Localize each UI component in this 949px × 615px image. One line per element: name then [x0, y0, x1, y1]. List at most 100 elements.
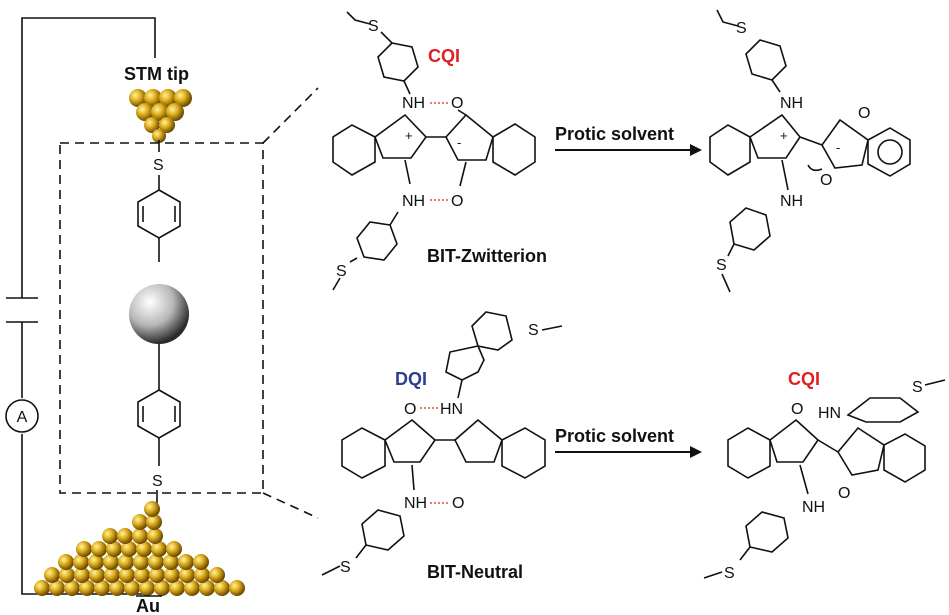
gold-atom	[58, 554, 74, 570]
metal-center-sphere	[129, 284, 189, 344]
gold-atom	[44, 567, 60, 583]
gold-atom	[194, 567, 210, 583]
gold-atom	[73, 554, 89, 570]
nh-atom-neutral: NH	[404, 495, 427, 512]
gold-atom	[119, 567, 135, 583]
gold-atom	[49, 580, 65, 596]
nh-atom-product2: NH	[802, 499, 825, 516]
gold-atom	[106, 541, 122, 557]
ammeter: A	[5, 399, 39, 433]
o-atom-bottom: O	[451, 193, 463, 210]
gold-atom	[209, 567, 225, 583]
gold-atom	[117, 528, 133, 544]
gold-atom	[102, 528, 118, 544]
gold-atom	[34, 580, 50, 596]
gold-atom	[64, 580, 80, 596]
gold-atom	[169, 580, 185, 596]
gold-atom	[121, 541, 137, 557]
gold-atom	[139, 580, 155, 596]
gold-atom	[118, 554, 134, 570]
gold-atom	[89, 567, 105, 583]
gold-atom	[91, 541, 107, 557]
s-atom-product2: S	[912, 379, 923, 396]
o-atom-product-lower: O	[820, 172, 832, 189]
protic-solvent-label-top: Protic solvent	[555, 124, 674, 144]
gold-atom	[59, 567, 75, 583]
s-atom: S	[368, 18, 379, 35]
ammeter-label: A	[17, 409, 28, 426]
s-atom-neutral-bottom: S	[340, 559, 351, 576]
sulfur-top: S	[153, 157, 164, 174]
s-atom-product: S	[736, 20, 747, 37]
gold-atom	[124, 580, 140, 596]
o-atom-product: O	[858, 105, 870, 122]
plus-charge: +	[405, 128, 413, 143]
o-atom-product2-lower: O	[838, 485, 850, 502]
gold-atom	[179, 567, 195, 583]
o-atom-neutral: O	[404, 401, 416, 418]
o-atom-product2: O	[791, 401, 803, 418]
gold-atom	[166, 541, 182, 557]
bit-neutral-structure: S HN O NH O S	[321, 311, 563, 576]
stm-tip-cluster	[129, 89, 192, 143]
gold-atom	[76, 541, 92, 557]
nh-atom-product: NH	[780, 95, 803, 112]
s-atom-product2-bottom: S	[724, 565, 735, 582]
dqi-label: DQI	[395, 369, 427, 389]
gold-substrate	[34, 501, 245, 596]
gold-atom	[229, 580, 245, 596]
stm-tip-label: STM tip	[124, 64, 189, 84]
hn-atom: HN	[440, 401, 463, 418]
gold-atom	[193, 554, 209, 570]
gold-atom	[154, 580, 170, 596]
reaction-arrow-bottom: Protic solvent	[555, 426, 702, 458]
substrate-label: Au	[136, 596, 160, 615]
minus-charge: -	[457, 135, 461, 150]
gold-atom	[88, 554, 104, 570]
gold-atom	[199, 580, 215, 596]
plus-charge-product: +	[780, 128, 788, 143]
gold-atom	[134, 567, 150, 583]
nh-atom-bottom: NH	[402, 193, 425, 210]
gold-atom	[132, 528, 148, 544]
gold-atom	[94, 580, 110, 596]
gold-atom	[147, 528, 163, 544]
gold-atom	[184, 580, 200, 596]
gold-atom	[144, 501, 160, 517]
gold-atom	[109, 580, 125, 596]
gold-atom	[133, 554, 149, 570]
gold-atom	[136, 541, 152, 557]
gold-atom	[149, 567, 165, 583]
o-atom: O	[451, 95, 463, 112]
gold-atom	[79, 580, 95, 596]
molecular-wire: S S	[129, 140, 189, 504]
gold-atom	[104, 567, 120, 583]
s-atom-neutral: S	[528, 322, 539, 339]
s-atom-product-bottom: S	[716, 257, 727, 274]
o-atom-neutral-bottom: O	[452, 495, 464, 512]
protic-solvent-label-bottom: Protic solvent	[555, 426, 674, 446]
gold-atom	[214, 580, 230, 596]
hn-atom-product2: HN	[818, 405, 841, 422]
bit-zwitterion-name: BIT-Zwitterion	[427, 246, 547, 266]
nh-atom-product-bottom: NH	[780, 193, 803, 210]
gold-atom	[148, 554, 164, 570]
cqi-label-bottom: CQI	[788, 369, 820, 389]
cqi-label-top: CQI	[428, 46, 460, 66]
gold-atom	[178, 554, 194, 570]
gold-atom	[151, 541, 167, 557]
molecule-highlight-box	[59, 87, 319, 519]
gold-atom	[132, 514, 148, 530]
gold-atom	[74, 567, 90, 583]
gold-atom	[146, 514, 162, 530]
bit-neutral-name: BIT-Neutral	[427, 562, 523, 582]
minus-charge-product: -	[836, 140, 840, 155]
cqi-product-top: S NH + O O - NH S	[709, 9, 911, 293]
nh-atom: NH	[402, 95, 425, 112]
gold-atom	[103, 554, 119, 570]
bit-zwitterion-structure: S NH O + - NH O S	[332, 11, 536, 291]
sulfur-bottom: S	[152, 473, 163, 490]
reaction-arrow-top: Protic solvent	[555, 124, 702, 156]
gold-atom	[164, 567, 180, 583]
